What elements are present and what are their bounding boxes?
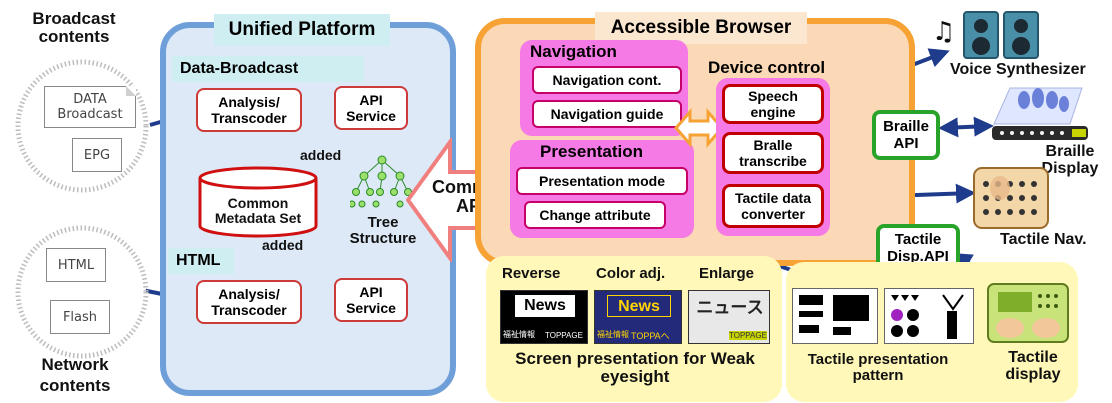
thumb-reverse-small-1: 福祉情報: [503, 330, 535, 339]
thumb-enlarge-news: ニュース: [696, 298, 764, 318]
analysis-transcoder-1: Analysis/ Transcoder: [196, 88, 302, 132]
screen-label-reverse: Reverse: [502, 265, 561, 282]
unified-platform-title: Unified Platform: [214, 14, 390, 46]
api-service-1: API Service: [334, 86, 408, 130]
screen-label-color: Color adj.: [596, 265, 666, 282]
navigation-heading: Navigation: [530, 42, 617, 61]
svg-text:♫: ♫: [932, 17, 955, 47]
doc-flash: Flash: [50, 300, 110, 334]
tactile-display-icon: [987, 283, 1069, 343]
voice-synthesizer-label: Voice Synthesizer: [950, 61, 1086, 78]
screen-caption: Screen presentation for Weak eyesight: [515, 349, 755, 386]
accessible-browser-title: Accessible Browser: [595, 12, 807, 44]
speaker-icon: ♫: [932, 11, 1039, 59]
thumb-color-news: News: [607, 295, 671, 317]
tactile-caption: Tactile presentation pattern: [807, 351, 949, 384]
network-circle: [15, 225, 149, 359]
network-title-line2: contents: [39, 376, 111, 395]
analysis-transcoder-2: Analysis/ Transcoder: [196, 280, 302, 324]
doc-html: HTML: [46, 248, 106, 282]
thumb-reverse-news: News: [515, 295, 575, 317]
speech-engine-item: Speech engine: [722, 84, 824, 124]
network-title: Network: [41, 355, 109, 374]
arrow-brailleapi-to-display: [938, 116, 994, 138]
tactile-pattern-1: [792, 288, 878, 344]
broadcast-title: Broadcast contents: [32, 9, 116, 46]
thumb-color: News 福祉情報 TOPPAへ: [594, 290, 682, 344]
screen-label-enlarge: Enlarge: [699, 265, 755, 282]
thumb-reverse: News 福祉情報 TOPPAGE: [500, 290, 588, 344]
braille-api-box: Braille API: [872, 110, 940, 160]
device-control-heading: Device control: [708, 58, 826, 77]
tactile-pattern-2: [884, 288, 974, 344]
navigation-guide-item: Navigation guide: [532, 100, 682, 128]
doc-epg: EPG: [72, 138, 122, 172]
api-service-2: API Service: [334, 278, 408, 322]
tree-icon: [350, 155, 412, 208]
bralle-transcribe-item: Bralle transcribe: [722, 132, 824, 174]
thumb-color-small-1: 福祉情報: [597, 330, 629, 339]
presentation-heading: Presentation: [540, 142, 643, 161]
braille-display-label: Braille Display: [1041, 143, 1099, 177]
data-broadcast-label: Data-Broadcast: [172, 56, 364, 82]
tactile-display-label: Tactile display: [1005, 349, 1061, 383]
thumb-color-small-2: TOPPAへ: [631, 331, 670, 341]
tactile-nav-icon: [973, 167, 1049, 229]
tactile-nav-label: Tactile Nav.: [1000, 231, 1087, 248]
change-attribute-item: Change attribute: [524, 201, 666, 229]
navigation-cont-item: Navigation cont.: [532, 66, 682, 94]
tactile-converter-item: Tactile data converter: [722, 184, 824, 228]
added-top-label: added: [300, 147, 342, 163]
braille-display-icon: [992, 87, 1088, 140]
metadata-cylinder: [198, 166, 318, 238]
tree-structure-label: Tree Structure: [349, 214, 417, 247]
thumb-enlarge-small: TOPPAGE: [729, 331, 767, 340]
thumb-enlarge: ニュース TOPPAGE: [688, 290, 770, 344]
added-bottom-label: added: [262, 237, 304, 253]
presentation-mode-item: Presentation mode: [516, 167, 688, 195]
html-label: HTML: [168, 248, 234, 274]
doc-data-broadcast: DATA Broadcast: [44, 86, 136, 128]
metadata-label: Common Metadata Set: [214, 195, 302, 226]
thumb-reverse-small-2: TOPPAGE: [545, 331, 583, 340]
